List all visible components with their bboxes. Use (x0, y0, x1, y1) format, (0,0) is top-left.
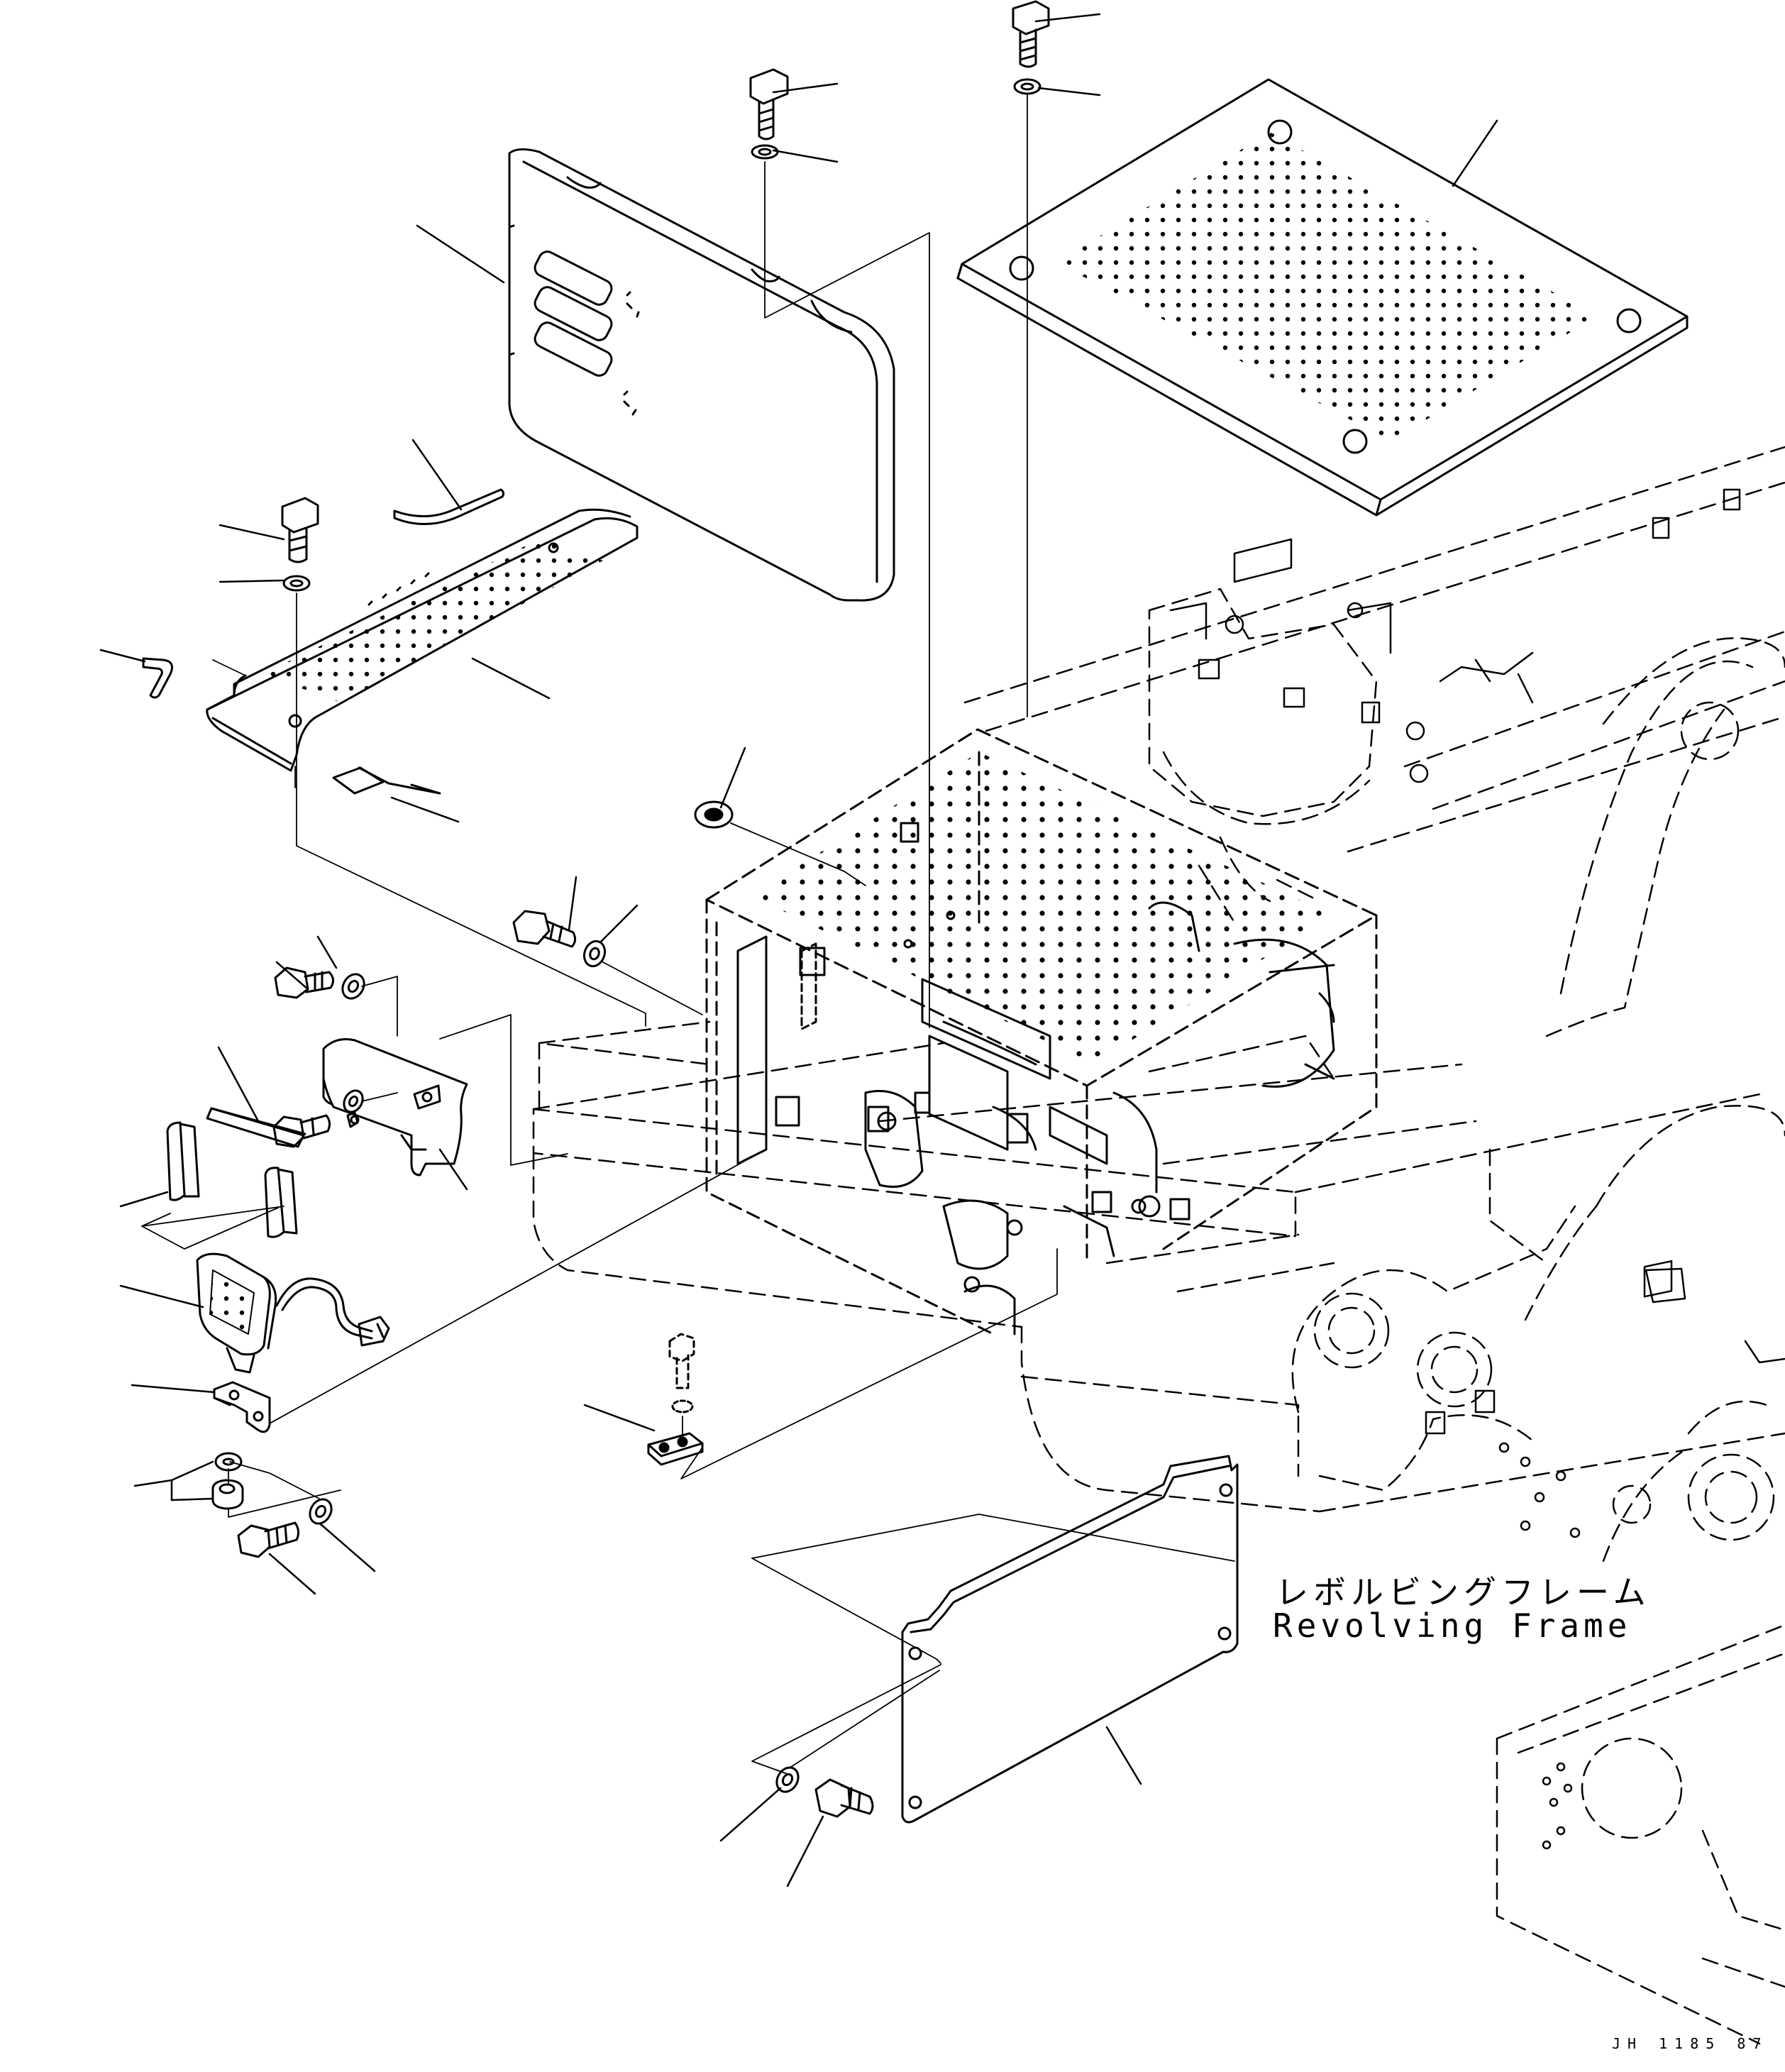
guide-lines (141, 93, 1235, 1775)
frame-fittings (1425, 488, 1785, 1850)
step-plate (206, 508, 639, 772)
work-lamp (196, 1252, 390, 1433)
side-cover (901, 1455, 1239, 1824)
drawing-number: JH 1185 87 (1612, 2035, 1769, 2052)
top-cover (508, 148, 895, 602)
lamp-guard (166, 1038, 468, 1238)
leader-lines (99, 13, 1498, 1888)
revolving-frame-label-japanese: レボルビングフレーム (1276, 1573, 1651, 1611)
battery-box (705, 728, 1378, 1335)
revolving-frame-label-english: Revolving Frame (1273, 1607, 1632, 1645)
perforated-top-plate (956, 78, 1689, 517)
tank-fittings (1169, 538, 1534, 783)
fasteners (142, 0, 1050, 1818)
revolving-frame (532, 446, 1785, 2045)
